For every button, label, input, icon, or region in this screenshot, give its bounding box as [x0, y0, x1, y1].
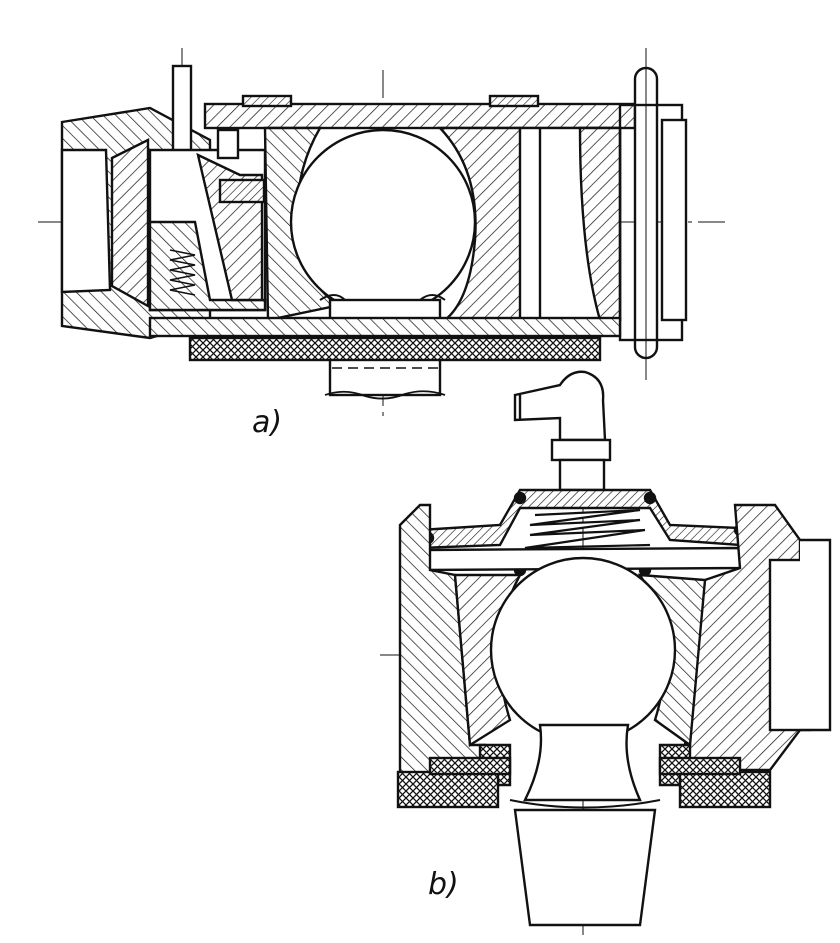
view-b-ball-joint — [380, 370, 832, 935]
bottom-boot-right — [678, 770, 772, 809]
tube-top-wall — [203, 102, 637, 130]
grease-nipple — [513, 370, 607, 442]
figure-label-b: b) — [428, 867, 459, 902]
rubber-boot-a — [188, 336, 602, 362]
spring-coil-a — [169, 249, 196, 296]
ball-stud-neck-b — [523, 723, 642, 802]
top-clip-left — [241, 94, 293, 108]
tube-bottom-wall — [148, 316, 622, 338]
figure-label-a: a) — [252, 405, 283, 440]
ball-stud-shank-b — [513, 808, 657, 927]
left-end-bore — [60, 148, 112, 294]
ball-seat-right-a — [437, 126, 537, 322]
top-clip-right — [488, 94, 540, 108]
retaining-ring — [428, 756, 512, 776]
spring-coil-b — [524, 508, 651, 550]
view-a-tie-rod-joint — [38, 48, 725, 420]
ball-stud-head-b — [489, 556, 677, 744]
bottom-boot-left — [396, 770, 500, 809]
ball-stud-head-a — [289, 128, 477, 316]
